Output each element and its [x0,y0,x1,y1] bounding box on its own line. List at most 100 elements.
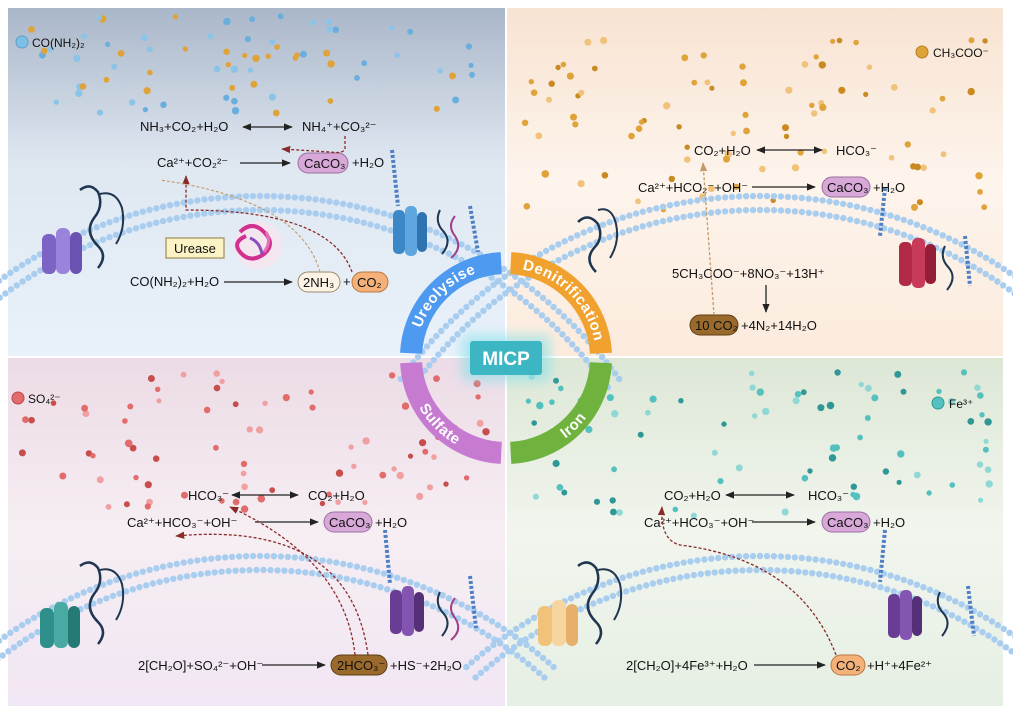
membrane-bead [729,208,735,214]
sulfate-particle [262,401,267,406]
sulfate-particle [156,398,161,403]
membrane-bead [550,304,556,310]
denitrification-eq2-rest: +H₂O [873,180,905,195]
iron-particle [561,490,567,496]
membrane-bead [490,642,496,648]
sulfate-particle [241,505,248,512]
membrane-bead [415,354,421,360]
membrane-bead [126,227,132,233]
sulfate-particle [155,387,160,392]
membrane-bead [201,210,207,216]
membrane-bead [374,223,380,229]
membrane-bead [490,282,496,288]
membrane-bead [771,193,777,199]
membrane-bead [489,661,495,667]
membrane-bead [985,633,991,639]
membrane-bead [792,208,798,214]
acetate-particle [567,73,574,80]
membrane-bead [850,577,856,583]
urea-particle [389,25,395,31]
membrane-bead [143,582,149,588]
urea-particle [144,87,151,94]
iron-legend: Fe³⁺ [932,397,973,411]
sulfate-particle [482,428,489,435]
acetate-particle [739,63,745,69]
membrane-bead [215,209,221,215]
membrane-bead [907,579,913,585]
membrane-bead [867,207,873,213]
iron-particle [914,472,921,479]
sulfate-particle [213,445,219,451]
urea-particle [468,63,473,68]
membrane-bead [146,567,152,573]
membrane-bead [991,636,997,642]
membrane-bead [201,556,207,562]
urea-particle [223,49,229,55]
sulfate-particle [28,417,35,424]
membrane-bead [31,271,37,277]
membrane-bead [215,195,221,201]
membrane-bead [364,580,370,586]
iron-particle [850,492,855,497]
membrane-bead [660,564,666,570]
membrane-bead [636,584,642,590]
membrane-bead [260,567,266,573]
membrane-bead [771,207,777,213]
membrane-bead [927,227,933,233]
membrane-bead [11,644,17,650]
membrane-bead [344,576,350,582]
iron-particle [802,475,809,482]
urea-particle [407,29,413,35]
membrane-bead [236,553,242,559]
membrane-bead [562,238,568,244]
membrane-bead [536,670,542,676]
urease-label: Urease [174,241,216,256]
iron-particle [553,378,559,384]
acetate-particle [704,79,710,85]
membrane-bead [680,214,686,220]
urea-particle [250,81,257,88]
iron-particle [979,412,984,417]
membrane-bead [116,590,122,596]
membrane-bead [377,584,383,590]
membrane-bead [653,205,659,211]
ureolysis-eq1-left: NH₃+CO₂+H₂O [140,119,228,134]
sulfate-particle [181,372,187,378]
acetate-particle [940,96,946,102]
iron-legend-label: Fe³⁺ [949,397,973,411]
ureolysis-eq1-right: NH₄⁺+CO₃²⁻ [302,119,377,134]
urea-particle [434,106,440,112]
iron-particle [717,478,723,484]
acetate-particle [742,112,748,118]
membrane-bead [871,582,877,588]
iron-eq1-right: HCO₃⁻ [808,488,849,503]
membrane-bead [187,213,193,219]
membrane-bead [264,193,270,199]
acetate-particle [917,199,923,205]
acetate-particle [731,131,736,136]
acetate-legend-label: CH₃COO⁻ [933,46,989,60]
membrane-bead [474,655,480,661]
membrane-bead [860,565,866,571]
sulfate-particle [391,466,396,471]
membrane-bead [977,611,983,617]
sulfate-particle [475,394,480,399]
denitrification-eq1-left: CO₂+H₂O [694,143,751,158]
membrane-bead [833,559,839,565]
membrane-bead [491,299,497,305]
urea-particle [248,67,253,72]
sulfate-particle [213,370,220,377]
membrane-bead [323,572,329,578]
membrane-bead [34,629,40,635]
membrane-bead [150,580,156,586]
membrane-bead [100,237,106,243]
iron-particle [678,398,683,403]
acetate-particle [811,110,817,116]
membrane-bead [191,572,197,578]
membrane-bead [581,229,587,235]
membrane-bead [106,234,112,240]
membrane-bead [371,582,377,588]
membrane-bead [587,242,593,248]
acetate-particle [819,104,826,111]
membrane-bead [750,207,756,213]
